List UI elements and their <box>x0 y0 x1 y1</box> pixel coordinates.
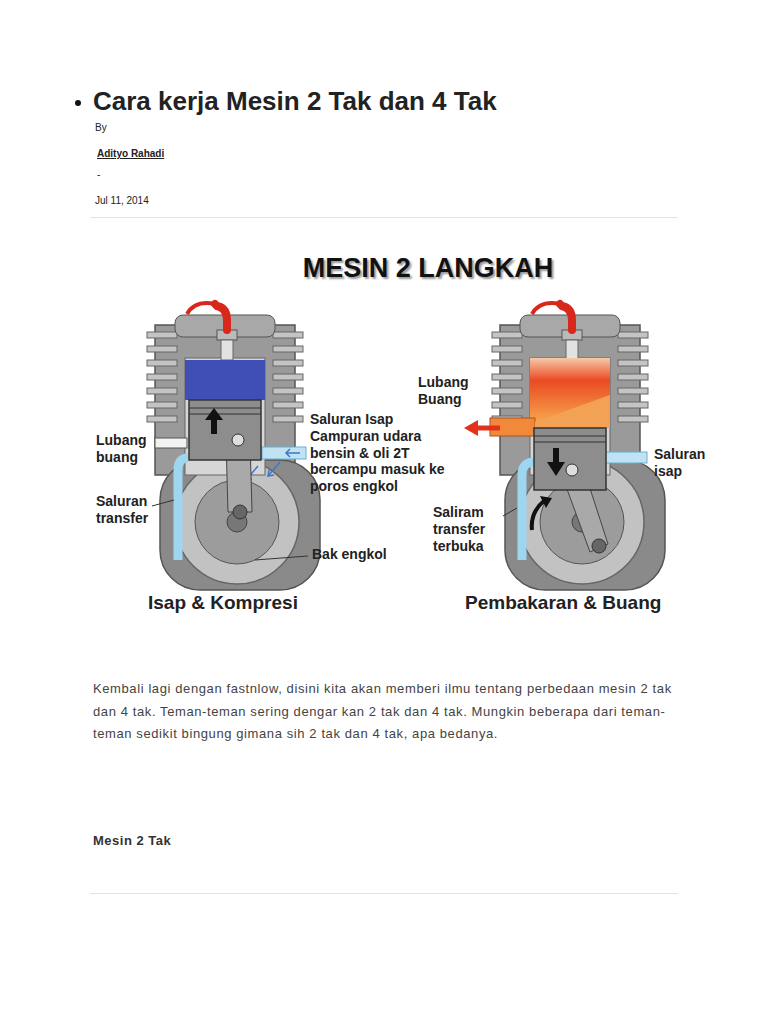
part-label: Saluran Isap Campuran udara bensin & oli… <box>310 411 445 495</box>
list-bullet <box>75 100 81 106</box>
figure-heading: MESIN 2 LANGKAH <box>278 252 578 284</box>
page-title: Cara kerja Mesin 2 Tak dan 4 Tak <box>93 86 497 117</box>
separator: - <box>97 169 100 181</box>
part-label: Saluran isap <box>654 446 716 480</box>
engine-left <box>147 303 320 590</box>
divider-rule <box>90 893 678 894</box>
part-label: Lubang Buang <box>418 374 480 408</box>
engine-right <box>464 303 665 590</box>
stage-caption: Pembakaran & Buang <box>465 592 661 615</box>
body-paragraph: Kembali lagi dengan fastnlow, disini kit… <box>93 678 683 746</box>
stage-caption: Isap & Kompresi <box>148 592 298 615</box>
section-heading: Mesin 2 Tak <box>93 833 171 849</box>
byline: By <box>95 122 107 134</box>
part-label: Saluran transfer <box>96 493 166 527</box>
part-label: Saliram transfer terbuka <box>433 504 503 554</box>
divider-rule <box>90 217 678 218</box>
part-label: Lubang buang <box>96 432 156 466</box>
part-label: Bak engkol <box>312 546 387 563</box>
post-date: Jul 11, 2014 <box>95 195 149 207</box>
author-name: Adityo Rahadi <box>97 148 164 160</box>
